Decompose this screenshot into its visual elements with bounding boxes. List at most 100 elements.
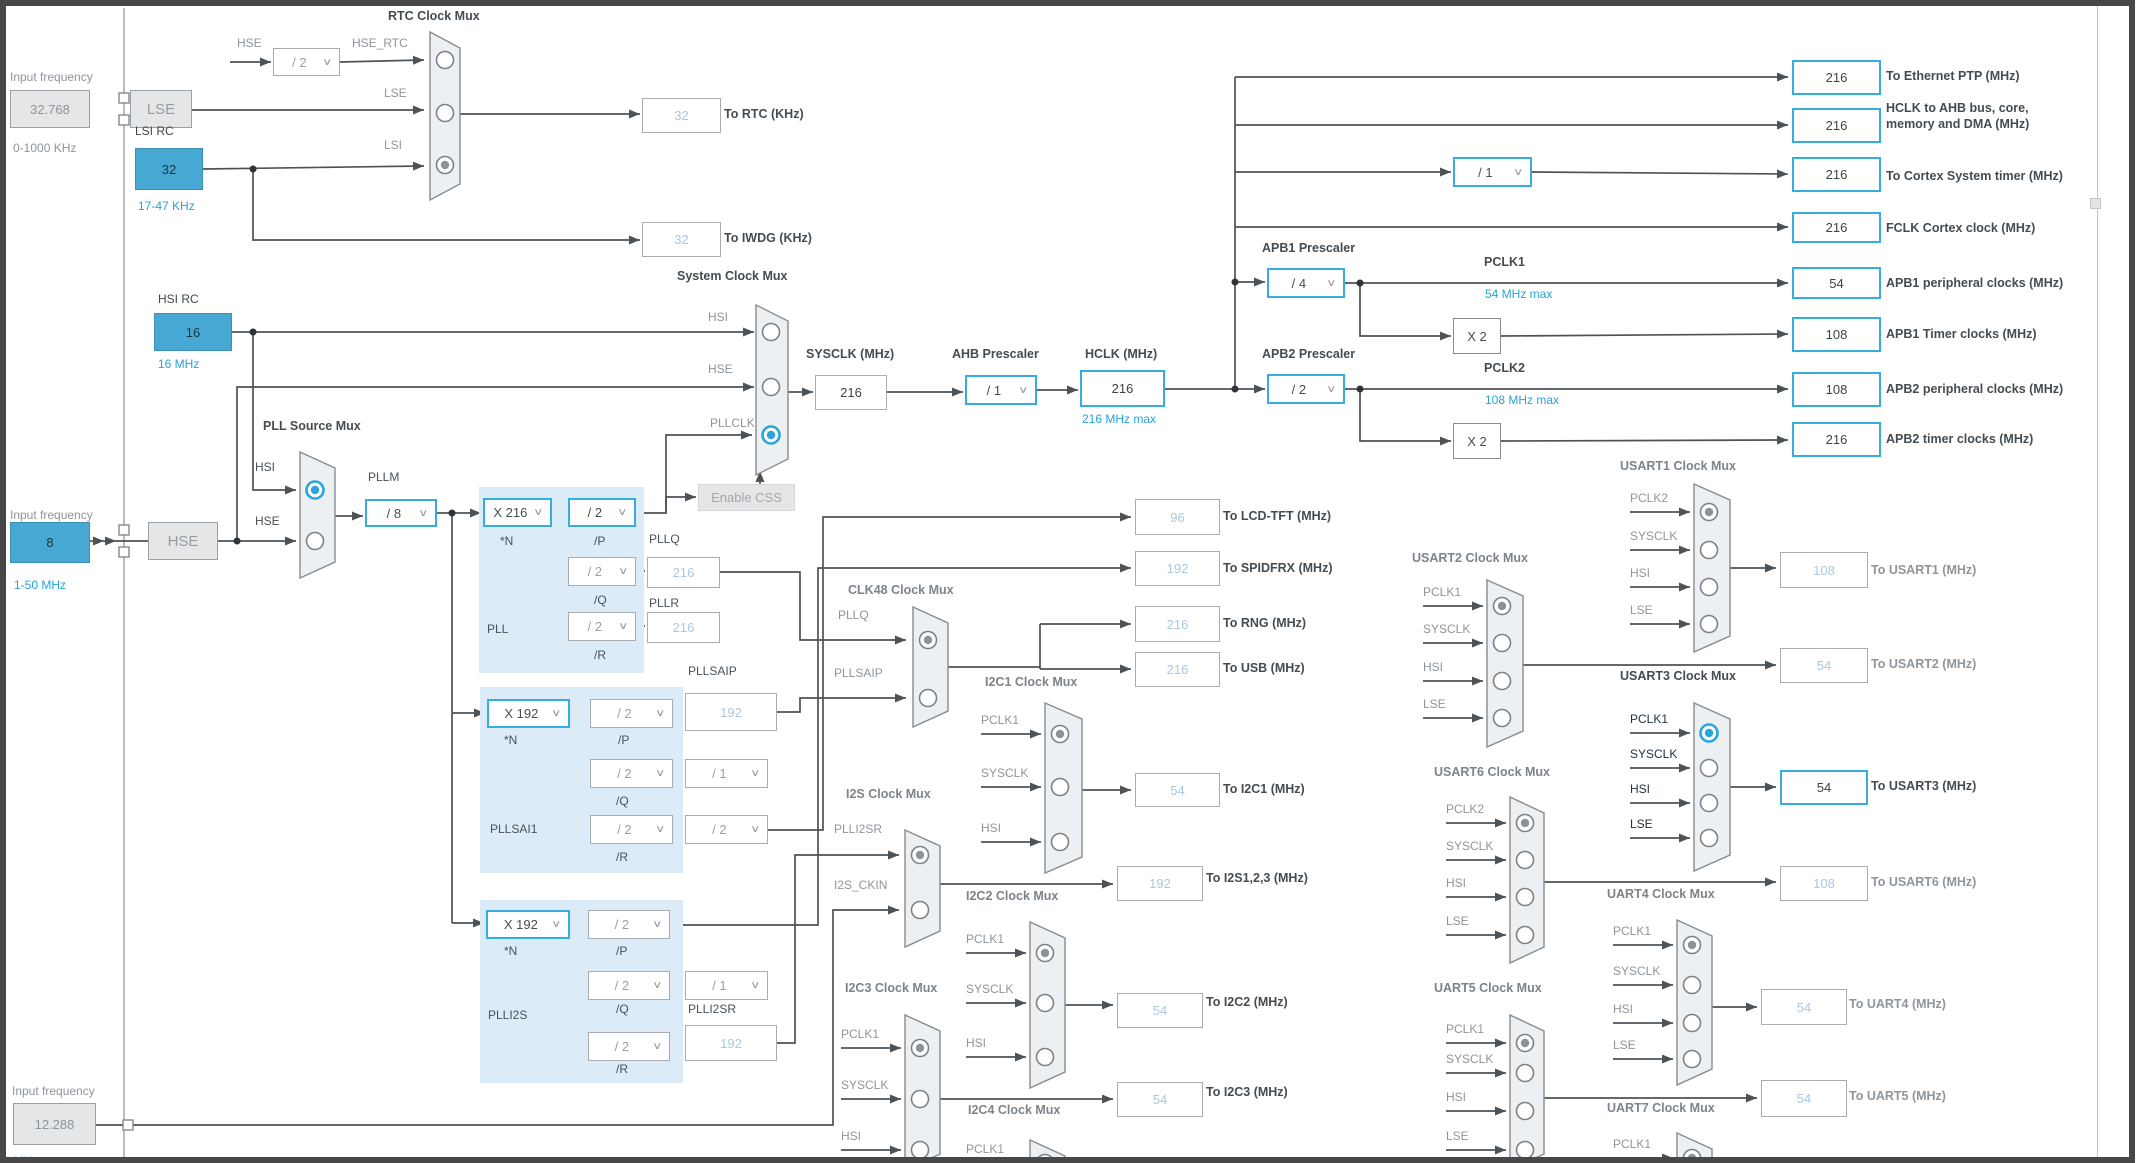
to-rng-value[interactable]: 216 — [1135, 606, 1220, 642]
i2c2-clock-mux-radio-2[interactable] — [1035, 1047, 1055, 1067]
hclk-ahb-value[interactable]: 216 — [1792, 108, 1881, 143]
i2c1-clock-mux-radio-1[interactable] — [1050, 777, 1070, 797]
pllsai-p-divider-select[interactable]: / 2∨ — [590, 699, 673, 728]
i2c2-clock-mux-radio-1[interactable] — [1035, 993, 1055, 1013]
usart6-clock-mux-radio-1[interactable] — [1515, 850, 1535, 870]
plli2s-r-divider-select[interactable]: / 2∨ — [588, 1032, 670, 1061]
i2s-clock-mux-radio-1[interactable] — [910, 900, 930, 920]
usart2-clock-mux-radio-2[interactable] — [1492, 671, 1512, 691]
clk48-clock-mux-radio-1[interactable] — [918, 688, 938, 708]
to-rtc-value[interactable]: 32 — [642, 98, 721, 133]
input-frequency-lse-field[interactable]: 32.768 — [10, 90, 90, 128]
usart6-clock-mux-input-label: PCLK2 — [1446, 802, 1485, 816]
apb2-peripheral-value[interactable]: 108 — [1792, 372, 1881, 407]
usart3-clock-mux — [1693, 701, 1731, 873]
i2c3-clock-mux-radio-1[interactable] — [910, 1089, 930, 1109]
usart2-clock-mux-radio-3[interactable] — [1492, 708, 1512, 728]
hse-oscillator-box: HSE — [148, 522, 218, 560]
sysclk-value[interactable]: 216 — [815, 375, 887, 410]
fclk-cortex-value[interactable]: 216 — [1792, 212, 1881, 243]
pllsai-r-divider-select[interactable]: / 2∨ — [590, 815, 673, 844]
plli2s-q-divider-select[interactable]: / 2∨ — [588, 971, 670, 1000]
pll-q-divider-select[interactable]: / 2∨ — [568, 557, 636, 586]
plli2s-q2-divider-select[interactable]: / 1∨ — [685, 971, 768, 1000]
pllsai-q2-divider-select[interactable]: / 1∨ — [685, 759, 768, 788]
pllm-divider-select[interactable]: / 8∨ — [365, 499, 437, 527]
pllsai-n-multiplier-select[interactable]: X 192∨ — [487, 699, 570, 728]
input-frequency-hse-field[interactable]: 8 — [10, 522, 90, 563]
to-usb-value[interactable]: 216 — [1135, 652, 1220, 687]
apb2-timer-value[interactable]: 216 — [1792, 422, 1881, 457]
ahb-prescaler-select[interactable]: / 1∨ — [965, 375, 1037, 405]
i2c3-clock-mux-radio-2[interactable] — [910, 1140, 930, 1160]
diagram-label: 216 MHz max — [1082, 412, 1157, 426]
to-spdifrx-value[interactable]: 192 — [1135, 551, 1220, 586]
uart5-clock-mux-radio-2[interactable] — [1515, 1101, 1535, 1121]
usart2-clock-mux-radio-1[interactable] — [1492, 633, 1512, 653]
diagram-label: UART5 Clock Mux — [1434, 981, 1542, 995]
pllsai-q-divider-select[interactable]: / 2∨ — [590, 759, 673, 788]
uart4-clock-mux-radio-3[interactable] — [1682, 1049, 1702, 1069]
to-i2s123-value[interactable]: 192 — [1117, 866, 1203, 901]
to-usart6-value[interactable]: 108 — [1780, 866, 1868, 901]
to-i2c3-value[interactable]: 54 — [1117, 1082, 1203, 1117]
diagram-label: LSI — [384, 138, 403, 152]
enable-css-button[interactable]: Enable CSS — [698, 484, 795, 511]
apb2-prescaler-select[interactable]: / 2∨ — [1267, 374, 1345, 404]
rtc-clock-mux-radio-0[interactable] — [435, 50, 455, 70]
to-uart5-value[interactable]: 54 — [1761, 1080, 1847, 1117]
usart6-clock-mux-radio-2[interactable] — [1515, 887, 1535, 907]
to-i2c2-value[interactable]: 54 — [1117, 993, 1203, 1028]
to-iwdg-value[interactable]: 32 — [642, 222, 721, 257]
pllr-value[interactable]: 216 — [647, 612, 720, 643]
pllsai-r2-divider-select[interactable]: / 2∨ — [685, 815, 768, 844]
usart1-clock-mux-radio-1[interactable] — [1699, 540, 1719, 560]
to-usart1-value[interactable]: 108 — [1780, 552, 1868, 588]
apb1-prescaler-select[interactable]: / 4∨ — [1267, 268, 1345, 298]
usart1-clock-mux-input-label: SYSCLK — [1630, 529, 1678, 543]
plli2sr-value[interactable]: 192 — [685, 1025, 777, 1061]
rtc-clock-mux-radio-1[interactable] — [435, 103, 455, 123]
input-frequency-i2s-ckin-field[interactable]: 12.288 — [13, 1103, 96, 1145]
hclk-value[interactable]: 216 — [1080, 370, 1165, 407]
system-clock-mux-radio-0[interactable] — [761, 322, 781, 342]
uart4-clock-mux-radio-2[interactable] — [1682, 1013, 1702, 1033]
uart5-clock-mux-radio-1[interactable] — [1515, 1063, 1535, 1083]
pll-r-divider-select[interactable]: / 2∨ — [568, 612, 636, 641]
to-lcd-tft-value[interactable]: 96 — [1135, 499, 1220, 535]
pllq-value[interactable]: 216 — [647, 557, 720, 588]
uart4-clock-mux-radio-1[interactable] — [1682, 975, 1702, 995]
pll-p-divider-select[interactable]: / 2∨ — [568, 498, 636, 527]
i2c1-clock-mux-radio-2[interactable] — [1050, 832, 1070, 852]
pllsaip-value[interactable]: 192 — [685, 693, 777, 731]
usart6-clock-mux-radio-3[interactable] — [1515, 925, 1535, 945]
hsi-rc-box[interactable]: 16 — [154, 313, 232, 351]
to-i2c1-value[interactable]: 54 — [1135, 773, 1220, 807]
usart3-clock-mux-radio-2[interactable] — [1699, 793, 1719, 813]
apb2-timer-x2-box: X 2 — [1453, 423, 1501, 459]
uart7-clock-mux-input-label: PCLK1 — [1613, 1137, 1652, 1151]
apb1-timer-value[interactable]: 108 — [1792, 317, 1881, 352]
usart3-clock-mux-radio-3[interactable] — [1699, 828, 1719, 848]
rtc-hse-divider-select[interactable]: / 2∨ — [273, 48, 340, 76]
system-clock-mux-radio-1[interactable] — [761, 377, 781, 397]
usart1-clock-mux-radio-2[interactable] — [1699, 577, 1719, 597]
cortex-timer-value[interactable]: 216 — [1792, 157, 1881, 192]
to-usart3-value[interactable]: 54 — [1780, 770, 1868, 805]
usart1-clock-mux-radio-3[interactable] — [1699, 614, 1719, 634]
diagram-label: USART2 Clock Mux — [1412, 551, 1528, 565]
to-usart2-value[interactable]: 54 — [1780, 648, 1868, 683]
usart3-clock-mux-radio-1[interactable] — [1699, 758, 1719, 778]
apb1-peripheral-value[interactable]: 54 — [1792, 267, 1881, 299]
diagram-label: PLL Source Mux — [263, 419, 361, 433]
lsi-rc-box[interactable]: 32 — [135, 148, 203, 190]
plli2s-p-divider-select[interactable]: / 2∨ — [588, 910, 670, 939]
to-uart4-value[interactable]: 54 — [1761, 989, 1847, 1025]
uart5-clock-mux-radio-3[interactable] — [1515, 1140, 1535, 1160]
plli2s-n-multiplier-select[interactable]: X 192∨ — [486, 910, 570, 939]
pll-n-multiplier-select[interactable]: X 216∨ — [483, 498, 552, 527]
ethernet-ptp-value[interactable]: 216 — [1792, 60, 1881, 95]
panel-edge-handle[interactable] — [2090, 198, 2101, 209]
pll-source-mux-radio-1[interactable] — [305, 531, 325, 551]
cortex-prescaler-select[interactable]: / 1∨ — [1453, 157, 1532, 187]
